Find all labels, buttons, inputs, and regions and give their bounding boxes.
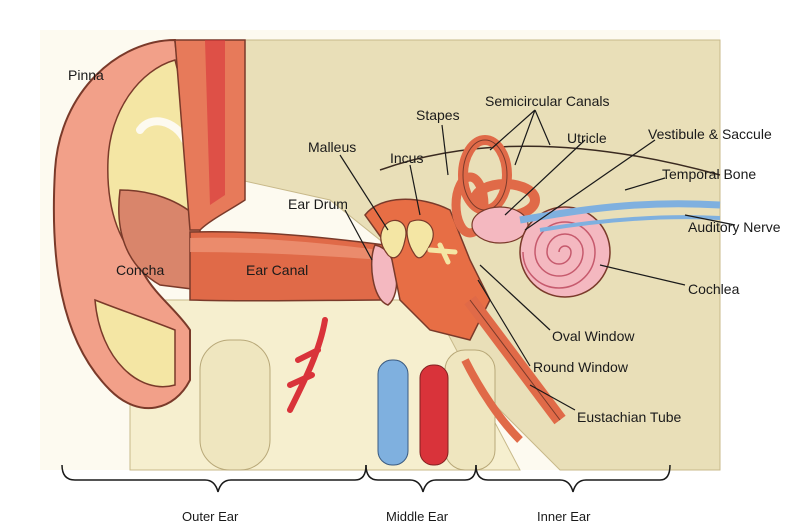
artery-red [420, 365, 448, 465]
section-middle-ear: Middle Ear [386, 509, 448, 524]
section-outer-ear: Outer Ear [182, 509, 238, 524]
label-ear-drum: Ear Drum [288, 196, 348, 212]
label-stapes: Stapes [416, 107, 460, 123]
label-malleus: Malleus [308, 139, 356, 155]
bone-block-1 [200, 340, 270, 470]
label-semicircular-canals: Semicircular Canals [485, 93, 609, 109]
label-vestibule-saccule: Vestibule & Saccule [648, 126, 772, 142]
label-eustachian-tube: Eustachian Tube [577, 409, 681, 425]
label-pinna: Pinna [68, 67, 104, 83]
label-utricle: Utricle [567, 130, 607, 146]
label-incus: Incus [390, 150, 423, 166]
label-oval-window: Oval Window [552, 328, 634, 344]
label-cochlea: Cochlea [688, 281, 739, 297]
label-ear-canal: Ear Canal [246, 262, 308, 278]
section-inner-ear: Inner Ear [537, 509, 590, 524]
label-temporal-bone: Temporal Bone [662, 166, 756, 182]
vein-blue [378, 360, 408, 465]
vestibule-shape [472, 207, 528, 243]
label-concha: Concha [116, 262, 164, 278]
label-auditory-nerve: Auditory Nerve [688, 219, 781, 235]
label-round-window: Round Window [533, 359, 628, 375]
